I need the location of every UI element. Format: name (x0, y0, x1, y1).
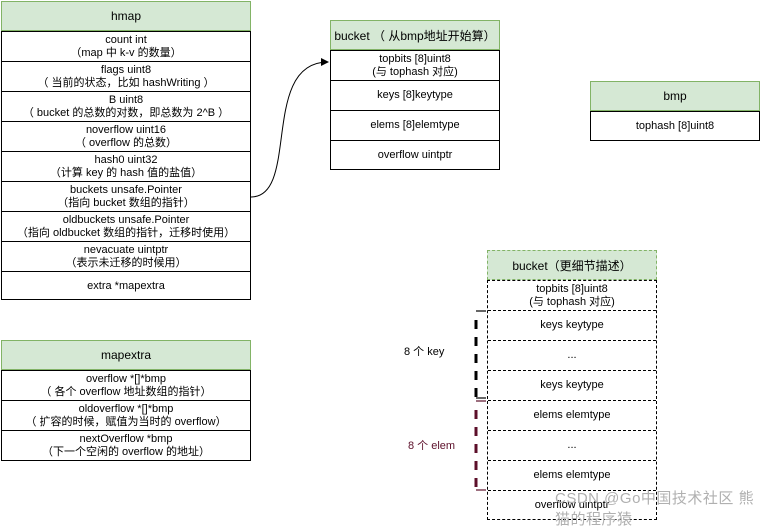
bmp-header: bmp (590, 81, 760, 111)
hmap-field-nevacuate: nevacuate uintptr（表示未迁移的时候用） (2, 242, 250, 272)
key-bracket (474, 310, 486, 399)
bucket-detail-header: bucket（更细节描述） (487, 250, 657, 280)
hmap-field-flags: flags uint8（ 当前的状态，比如 hashWriting ） (2, 62, 250, 92)
hmap-field-hash0: hash0 uint32（计算 key 的 hash 值的盐值） (2, 152, 250, 182)
bucket-detail-elem-ellipsis: ... (488, 431, 656, 461)
mapextra-field-overflow: overflow *[]*bmp（ 各个 overflow 地址数组的指针） (2, 371, 250, 401)
bucket-detail-title: bucket（更细节描述） (512, 258, 632, 273)
hmap-field-noverflow: noverflow uint16（ overflow 的总数） (2, 122, 250, 152)
bucket-detail-elem-first: elems elemtype (488, 401, 656, 431)
bucket-struct: topbits [8]uint8(与 tophash 对应) keys [8]k… (330, 50, 500, 170)
bucket-detail-elem-last: elems elemtype (488, 461, 656, 491)
bucket-field-keys: keys [8]keytype (331, 81, 499, 111)
hmap-header: hmap (1, 1, 251, 31)
buckets-pointer-arrow (250, 58, 329, 198)
mapextra-struct: overflow *[]*bmp（ 各个 overflow 地址数组的指针） o… (1, 370, 251, 461)
key-count-label: 8 个 key (404, 346, 445, 358)
bucket-detail-struct: topbits [8]uint8(与 tophash 对应) keys keyt… (487, 280, 657, 520)
elem-count-label: 8 个 elem (408, 440, 456, 452)
hmap-field-b: B uint8（ bucket 的总数的对数，即总数为 2^B ） (2, 92, 250, 122)
bucket-field-elems: elems [8]elemtype (331, 111, 499, 141)
bucket-field-topbits: topbits [8]uint8(与 tophash 对应) (331, 51, 499, 81)
mapextra-title: mapextra (100, 348, 152, 362)
bmp-field-tophash: tophash [8]uint8 (635, 119, 715, 132)
hmap-field-count: count int（map 中 k-v 的数量） (2, 32, 250, 62)
hmap-field-oldbuckets: oldbuckets unsafe.Pointer（指向 oldbucket 数… (2, 212, 250, 242)
hmap-title: hmap (110, 9, 142, 23)
mapextra-field-nextoverflow: nextOverflow *bmp（下一个空闲的 overflow 的地址） (41, 432, 211, 458)
mapextra-field-oldoverflow: oldoverflow *[]*bmp（ 扩容的时候，赋值为当时的 overfl… (2, 401, 250, 431)
bucket-header: bucket （ 从bmp地址开始算） (330, 20, 500, 50)
bucket-field-overflow: overflow uintptr (377, 148, 453, 161)
bmp-title: bmp (663, 89, 687, 103)
bucket-detail-key-first: keys keytype (488, 311, 656, 341)
bmp-struct: tophash [8]uint8 (590, 111, 760, 141)
bucket-title: bucket （ 从bmp地址开始算） (334, 28, 496, 43)
watermark: CSDN @Go中国技术社区 熊猫的程序猿 (555, 490, 755, 528)
hmap-field-extra: extra *mapextra (87, 280, 165, 292)
hmap-struct: count int（map 中 k-v 的数量） flags uint8（ 当前… (1, 31, 251, 300)
bucket-detail-overflow: overflow uintptr (534, 498, 610, 511)
mapextra-header: mapextra (1, 340, 251, 370)
bucket-detail-key-ellipsis: ... (488, 341, 656, 371)
bucket-detail-key-last: keys keytype (488, 371, 656, 401)
elem-bracket (474, 400, 486, 491)
bucket-detail-topbits: topbits [8]uint8(与 tophash 对应) (488, 281, 656, 311)
hmap-field-buckets: buckets unsafe.Pointer（指向 bucket 数组的指针） (2, 182, 250, 212)
